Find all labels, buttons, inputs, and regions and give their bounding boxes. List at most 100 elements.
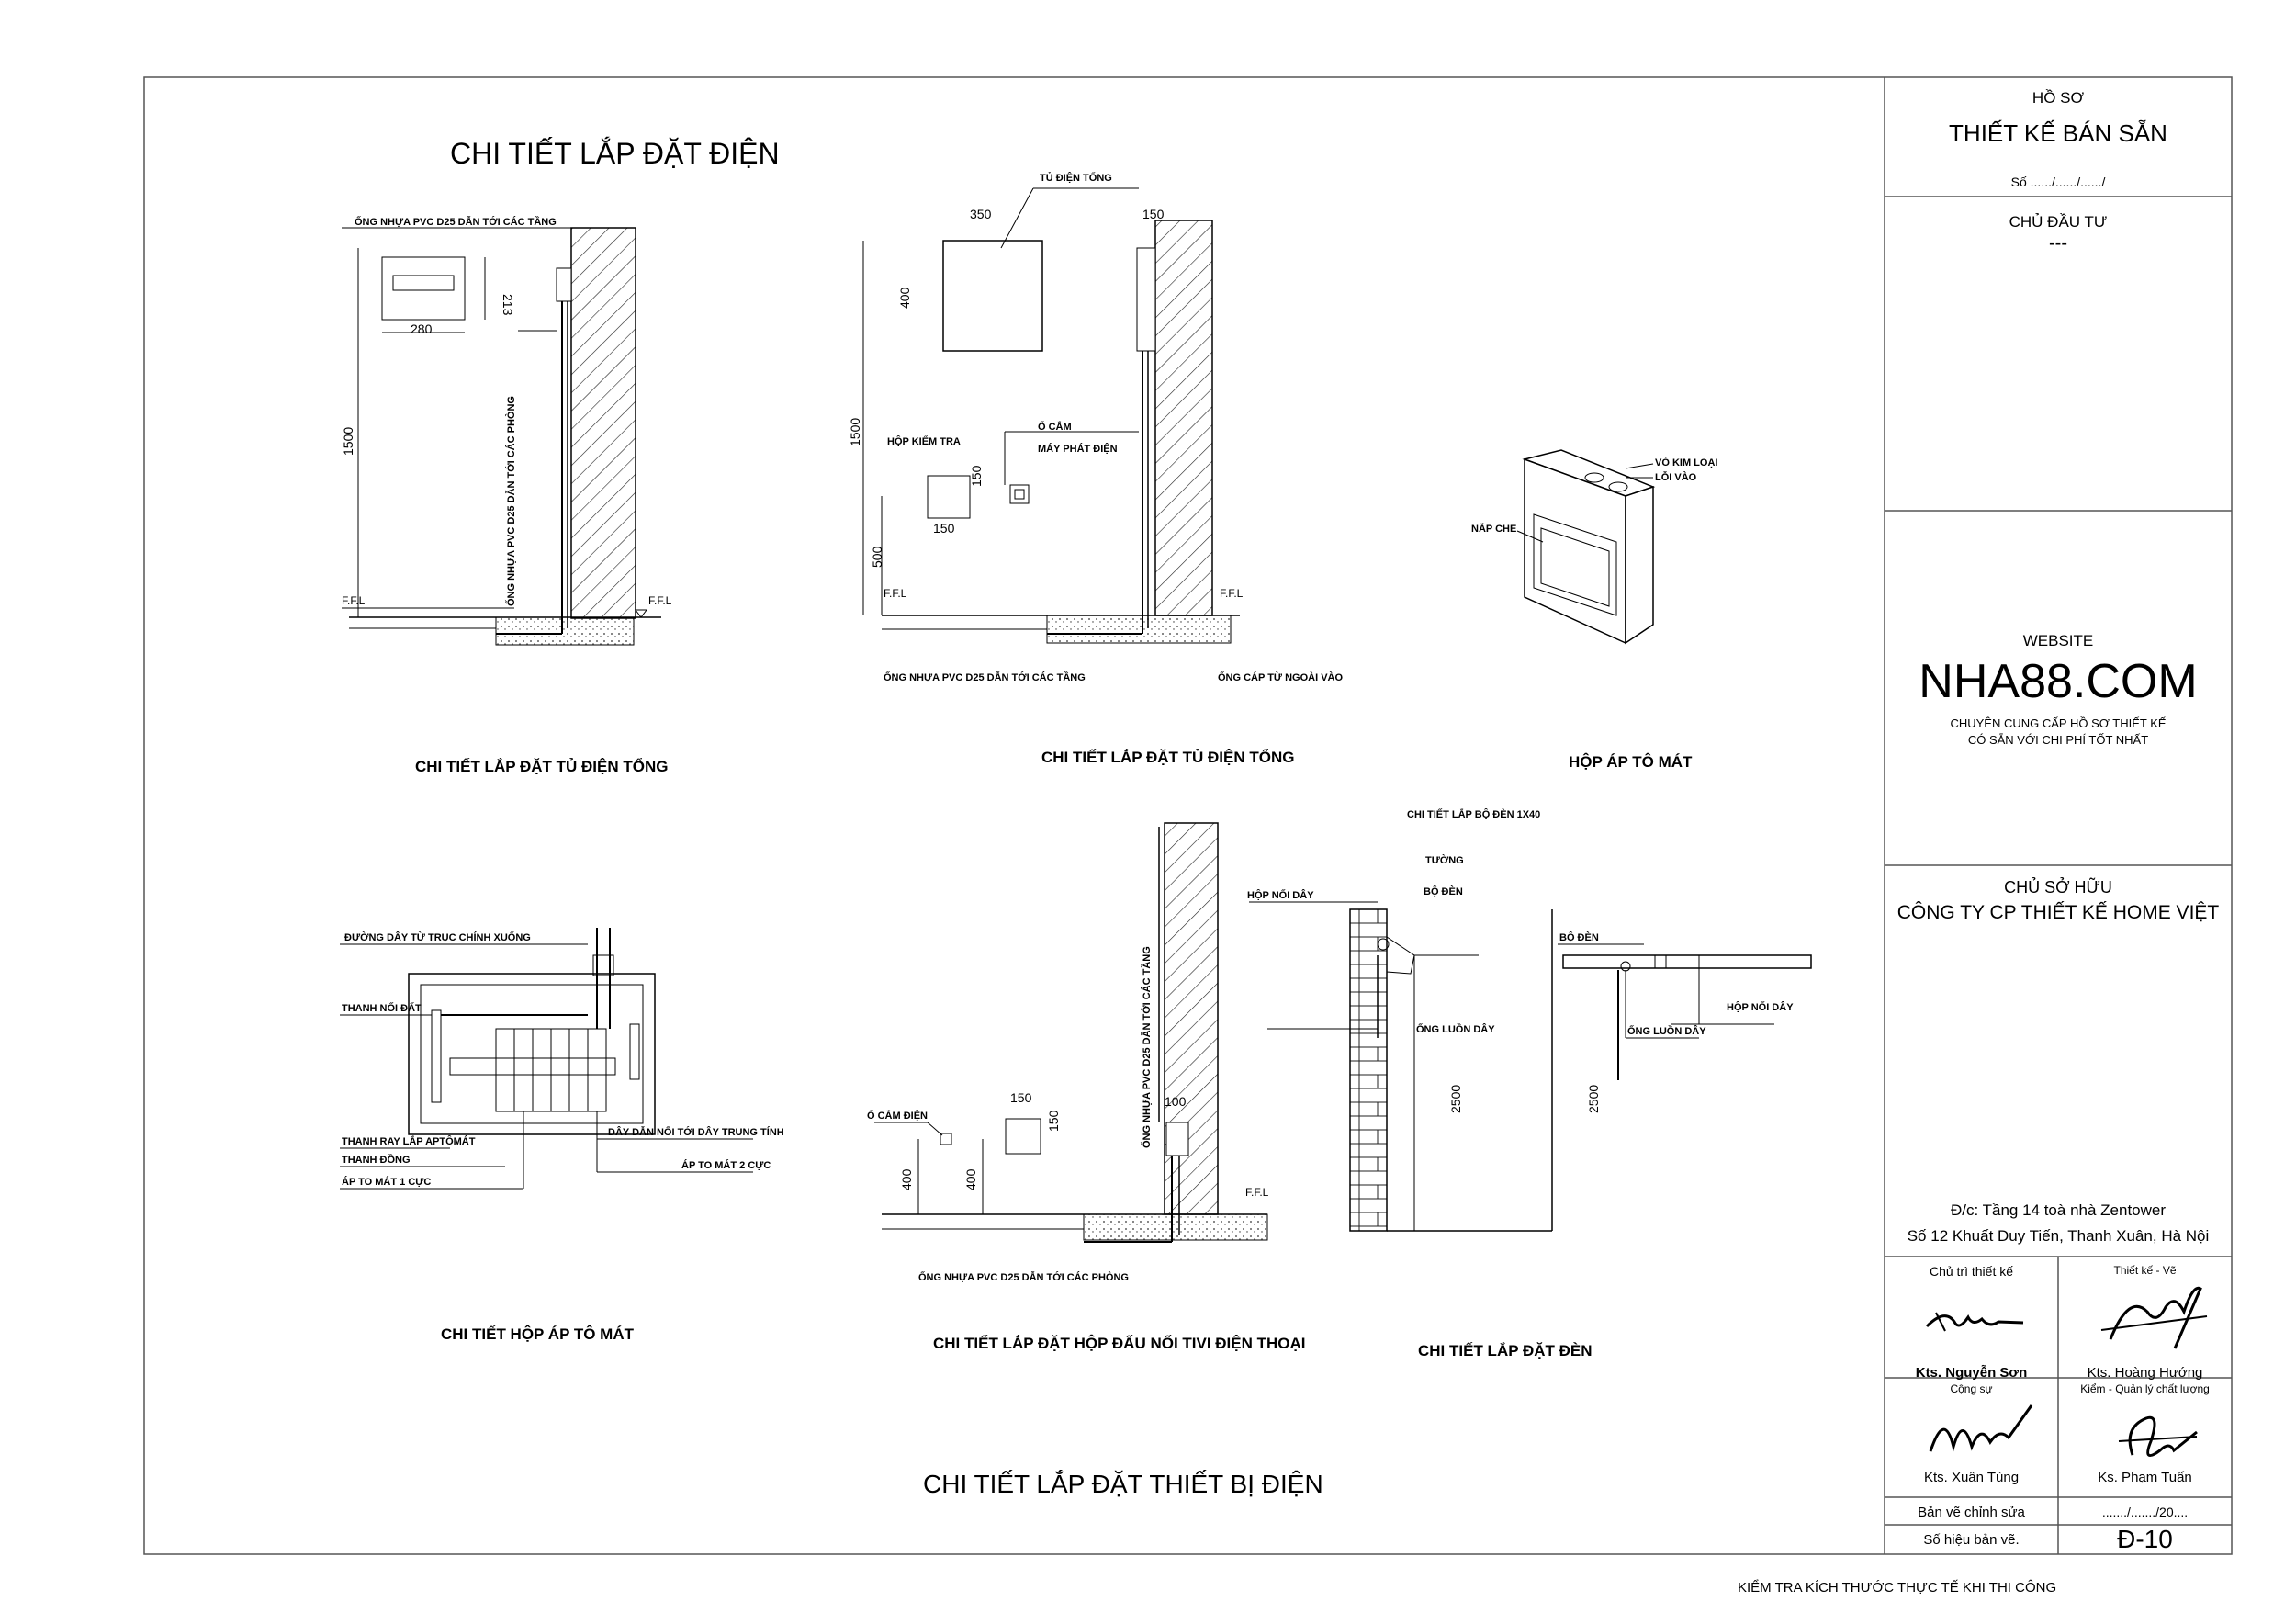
tv-box: [1005, 1118, 1041, 1155]
name-lead-designer: Kts. Nguyễn Sơn: [1915, 1365, 2028, 1381]
label-2pole: ÁP TO MÁT 2 CỰC: [681, 1159, 771, 1171]
dim-width: 280: [411, 321, 433, 336]
panel-front: [381, 256, 466, 321]
role-qa: Kiểm - Quản lý chất lượng: [2080, 1382, 2210, 1395]
drawing-breaker-detail: ĐƯỜNG DÂY TỪ TRỤC CHÍNH XUỐNG THANH NỐI …: [340, 928, 784, 1343]
drawing-6-title: CHI TIẾT LẮP ĐẶT ĐÈN: [1418, 1342, 1593, 1359]
title-block-frame: [1884, 77, 2232, 1554]
label-lamp-2: BỘ ĐÈN: [1559, 931, 1599, 943]
main-title: CHI TIẾT LẮP ĐẶT ĐIỆN: [450, 137, 780, 170]
junction: [1377, 938, 1390, 951]
title-block: HỒ SƠ THIẾT KẾ BÁN SẴN Số ....../....../…: [1885, 77, 2232, 1554]
sheet-number: Đ-10: [2117, 1525, 2173, 1553]
panel-side: [556, 267, 572, 302]
sheet-number-label: Số hiệu bản vẽ.: [1923, 1532, 2020, 1548]
dim-150: 150: [1010, 1090, 1032, 1105]
label-conduit: ỐNG LUỒN DÂY: [1416, 1022, 1495, 1035]
dim-400-a: 400: [899, 1168, 914, 1190]
power-socket: [940, 1133, 952, 1145]
address-line-2: Số 12 Khuất Duy Tiến, Thanh Xuân, Hà Nội: [1907, 1227, 2210, 1245]
label-ground-bar: THANH NỐI ĐẤT: [342, 1001, 422, 1014]
junction-box: [1165, 1122, 1189, 1156]
signature-designer: [2100, 1286, 2208, 1349]
brick-wall: [1349, 908, 1388, 1232]
signature-associate: [1929, 1404, 2033, 1452]
label-copper-bar: THANH ĐỒNG: [342, 1154, 411, 1166]
label-inlet: LỖI VÀO: [1655, 471, 1697, 483]
label-cable: ỐNG CÁP TỪ NGOÀI VÀO: [1218, 671, 1343, 683]
owner-label: CHỦ SỞ HỮU: [2004, 878, 2112, 897]
dim-height: 213: [501, 294, 515, 316]
drawing-tv-phone-box: Ổ CẮM ĐIỆN 150 150 400 400 100 ỐNG NHỰA …: [867, 822, 1306, 1352]
drawing-1-title: CHI TIẾT LẮP ĐẶT TỦ ĐIỆN TỔNG: [415, 758, 668, 775]
dim-350: 350: [970, 207, 992, 221]
ho-so-label: HỒ SƠ: [2032, 89, 2085, 107]
label-junction-2: HỘP NỐI DÂY: [1727, 1000, 1794, 1013]
ffl-right: F.F.L: [648, 594, 672, 607]
address-line-1: Đ/c: Tầng 14 toà nhà Zentower: [1950, 1201, 2167, 1219]
wall-hatch: [570, 227, 636, 619]
label-lamp-header: CHI TIẾT LẮP BỘ ĐÈN 1X40: [1407, 808, 1540, 820]
wall-hatch: [1154, 220, 1213, 616]
dim-150-b: 150: [969, 465, 984, 487]
ceiling-lamp: [1562, 954, 1812, 969]
dim-level: 1500: [341, 427, 355, 456]
box-side: [1625, 485, 1654, 645]
label-cover: NẮP CHE: [1471, 523, 1516, 535]
revision-date: ......./......./20....: [2101, 1505, 2189, 1519]
tagline-1: CHUYÊN CUNG CẤP HỒ SƠ THIẾT KẾ: [1950, 716, 2167, 730]
dim-150-a: 150: [933, 521, 955, 536]
drawing-panel-install-2: TỦ ĐIỆN TỔNG 350 150 400 1500 Ổ CẮM MÁY …: [848, 172, 1343, 766]
name-qa: Ks. Phạm Tuấn: [2098, 1470, 2192, 1485]
label-vertical-pipe: ỐNG NHỰA PVC D25 DẪN TỚI CÁC TẦNG: [1140, 946, 1153, 1148]
level-marker: [635, 609, 647, 618]
sheet-border: [143, 76, 2233, 1555]
design-type: THIẾT KẾ BÁN SẴN: [1949, 119, 2167, 147]
label-wall: TƯỜNG: [1425, 854, 1464, 866]
dim-1500: 1500: [848, 418, 862, 446]
role-designer: Thiết kế - Vẽ: [2113, 1264, 2177, 1277]
label-check-box: HỘP KIỂM TRA: [887, 435, 961, 447]
drawing-5-title: CHI TIẾT LẮP ĐẶT HỘP ĐẤU NỐI TIVI ĐIỆN T…: [933, 1334, 1306, 1352]
drawing-breaker-box: VỎ KIM LOẠI LỖI VÀO NẮP CHE HỘP ÁP TÔ MÁ…: [1471, 449, 1717, 771]
label-neutral: DÂY DẪN NỐI TỚI DÂY TRUNG TÍNH: [608, 1125, 784, 1138]
label-generator: MÁY PHÁT ĐIỆN: [1038, 443, 1118, 455]
label-shell: VỎ KIM LOẠI: [1655, 457, 1717, 468]
label-main-panel: TỦ ĐIỆN TỔNG: [1040, 172, 1112, 184]
role-associate: Cộng sự: [1950, 1382, 1993, 1395]
check-box: [927, 475, 971, 519]
label-lamp: BỘ ĐÈN: [1424, 885, 1463, 897]
footer-note: KIỂM TRA KÍCH THƯỚC THỰC TẾ KHI THI CÔNG: [1738, 1579, 2056, 1596]
main-panel-side: [1136, 247, 1156, 352]
din-rail: [449, 1057, 616, 1076]
revision-label: Bản vẽ chỉnh sửa: [1918, 1505, 2025, 1520]
dim-2500-a: 2500: [1448, 1085, 1463, 1113]
label-din-rail: THANH RAY LẮP APTÔMÁT: [342, 1135, 476, 1147]
website-logo: NHA88.COM: [1919, 655, 2198, 708]
label-pipe: ỐNG NHỰA PVC D25 DẪN TỚI CÁC TẦNG: [884, 671, 1086, 683]
dim-150-top: 150: [1142, 207, 1165, 221]
investor-label: CHỦ ĐẦU TƯ: [2009, 213, 2108, 231]
label-bottom-pipe: ỐNG NHỰA PVC D25 DẪN TỚI CÁC PHÒNG: [918, 1270, 1129, 1283]
signature-qa: [2118, 1415, 2198, 1458]
owner-name: CÔNG TY CP THIẾT KẾ HOME VIỆT: [1896, 902, 2220, 923]
ffl: F.F.L: [1245, 1186, 1269, 1199]
label-junction: HỘP NỐI DÂY: [1247, 888, 1314, 901]
drawing-4-title: CHI TIẾT HỘP ÁP TÔ MÁT: [441, 1325, 635, 1343]
dim-2500-b: 2500: [1586, 1085, 1601, 1113]
bottom-title: CHI TIẾT LẮP ĐẶT THIẾT BỊ ĐIỆN: [923, 1470, 1323, 1498]
ground-bar: [431, 1009, 442, 1103]
lamp-fixture: [1386, 936, 1415, 975]
record-number: Số ....../....../....../: [2010, 175, 2106, 189]
label-pipe-top: ỐNG NHỰA PVC D25 DẪN TỚI CÁC TẦNG: [355, 215, 557, 228]
drawing-lamp-install: CHI TIẾT LẮP BỘ ĐÈN 1X40 TƯỜNG BỘ ĐÈN HỘ…: [1247, 808, 1812, 1359]
floor-slab: [1083, 1213, 1268, 1241]
dim-400: 400: [897, 287, 912, 309]
label-power-socket: Ổ CẮM ĐIỆN: [867, 1110, 928, 1122]
label-1pole: ÁP TO MÁT 1 CỰC: [342, 1176, 431, 1188]
dim-150-v: 150: [1046, 1110, 1061, 1132]
drawing-panel-install-1: ỐNG NHỰA PVC D25 DẪN TỚI CÁC TẦNG 280 21…: [341, 215, 672, 775]
name-designer: Kts. Hoàng Hướng: [2087, 1365, 2203, 1381]
dim-500: 500: [870, 546, 884, 568]
